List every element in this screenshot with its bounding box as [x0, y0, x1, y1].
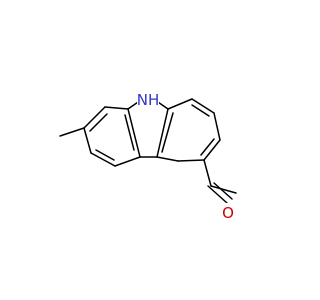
bond [83, 127, 92, 154]
bond [90, 152, 116, 167]
double-bond-inner [89, 113, 108, 132]
right-benzene-ring [156, 98, 221, 162]
acetyl-group [203, 159, 237, 204]
bond [203, 159, 212, 187]
bond [114, 156, 141, 167]
bond [213, 112, 221, 141]
oxygen-text: O [222, 204, 234, 222]
bond [127, 108, 141, 158]
nh-atom-label: NH [137, 90, 160, 110]
structure-canvas: NH O [59, 90, 237, 223]
carbonyl-double-bond [207, 185, 228, 204]
bond [104, 106, 129, 110]
bond [156, 108, 169, 158]
bond [156, 156, 179, 162]
bond [167, 98, 193, 110]
bond [83, 106, 106, 129]
double-bond-inner [161, 112, 174, 153]
double-bond-inner [200, 138, 215, 156]
left-benzene-ring [83, 106, 141, 167]
double-bond-inner [124, 114, 135, 151]
bond [210, 185, 237, 194]
methyl-bond [59, 127, 85, 137]
oxygen-atom-label: O [220, 203, 236, 223]
nh-text: NH [137, 91, 160, 109]
bond [203, 139, 221, 161]
carbonyl-double-bond [213, 182, 233, 200]
bond [177, 159, 205, 162]
double-bond-inner [95, 149, 115, 161]
bond [191, 98, 215, 114]
double-bond-inner [191, 104, 210, 117]
